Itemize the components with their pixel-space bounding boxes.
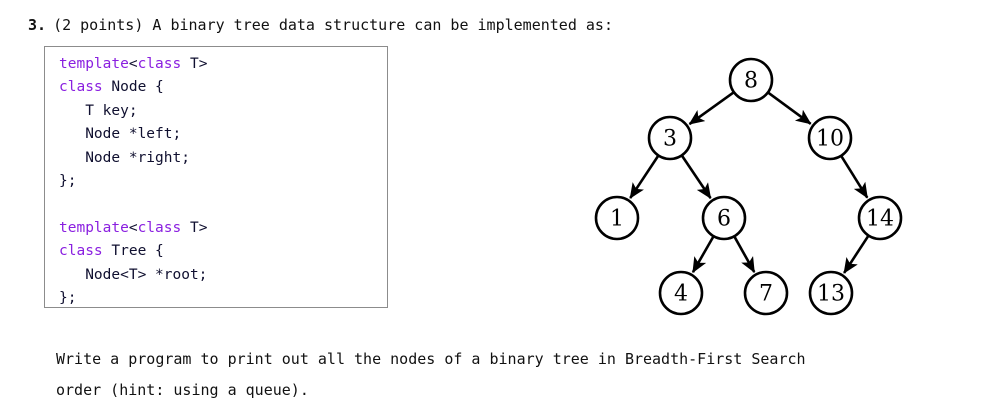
- code-line: Node *right;: [59, 149, 190, 166]
- tree-edge-6-to-4: [691, 235, 715, 274]
- question-heading: 3. (2 points) A binary tree data structur…: [28, 16, 613, 34]
- code-line-blank: [59, 193, 387, 216]
- tree-node-circle: [743, 270, 789, 316]
- binary-tree-diagram: 8 3 10 1 6 14 4 7 13: [560, 44, 960, 334]
- tree-node-circle: [594, 195, 640, 241]
- tree-node-10: 10: [807, 115, 853, 161]
- code-line: Node *left;: [59, 126, 182, 143]
- tree-edge-14-to-13: [843, 234, 870, 274]
- tree-edge-10-to-14: [840, 155, 869, 199]
- tree-node-label: 4: [674, 282, 688, 307]
- tree-node-7: 7: [743, 270, 789, 316]
- tree-edge-layer: [629, 91, 870, 274]
- tree-node-label: 1: [610, 207, 624, 232]
- code-line: class Node {: [59, 79, 164, 96]
- tree-node-circle: [808, 270, 854, 316]
- tree-node-label: 7: [759, 282, 773, 307]
- code-block: template<class T> class Node { T key; No…: [44, 46, 388, 308]
- tree-edge-8-to-3: [688, 91, 735, 126]
- prompt-block: Write a program to print out all the nod…: [56, 344, 956, 406]
- tree-node-3: 3: [647, 115, 693, 161]
- code-line: class Tree {: [59, 243, 164, 260]
- tree-node-4: 4: [658, 270, 704, 316]
- code-line: T key;: [59, 102, 138, 119]
- question-text: (2 points) A binary tree data structure …: [53, 16, 613, 34]
- tree-node-circle: [658, 270, 704, 316]
- tree-svg: 8 3 10 1 6 14 4 7 13: [594, 57, 903, 316]
- tree-node-circle: [728, 57, 774, 103]
- tree-edge-3-to-1: [629, 154, 660, 199]
- code-line: template<class T>: [59, 219, 208, 236]
- tree-node-circle: [807, 115, 853, 161]
- tree-node-1: 1: [594, 195, 640, 241]
- tree-node-circle: [857, 195, 903, 241]
- tree-node-6: 6: [701, 195, 747, 241]
- code-line: template<class T>: [59, 56, 208, 72]
- tree-node-layer: 8 3 10 1 6 14 4 7 13: [594, 57, 903, 316]
- tree-node-label: 10: [816, 127, 844, 152]
- tree-node-8: 8: [728, 57, 774, 103]
- tree-node-label: 6: [717, 207, 731, 232]
- code-line: };: [59, 290, 77, 307]
- code-line: };: [59, 173, 77, 190]
- tree-node-13: 13: [808, 270, 854, 316]
- tree-node-label: 14: [866, 207, 894, 232]
- question-number: 3.: [28, 16, 47, 34]
- prompt-line-2: order (hint: using a queue).: [56, 381, 309, 399]
- tree-node-circle: [647, 115, 693, 161]
- prompt-line-1: Write a program to print out all the nod…: [56, 350, 806, 368]
- tree-edge-8-to-10: [767, 91, 812, 125]
- tree-edge-3-to-6: [680, 154, 712, 199]
- tree-edge-6-to-7: [733, 235, 756, 273]
- tree-node-label: 13: [817, 282, 845, 307]
- code-line: Node<T> *root;: [59, 266, 208, 283]
- tree-node-circle: [701, 195, 747, 241]
- tree-node-label: 8: [744, 69, 758, 94]
- tree-node-label: 3: [663, 127, 677, 152]
- tree-node-14: 14: [857, 195, 903, 241]
